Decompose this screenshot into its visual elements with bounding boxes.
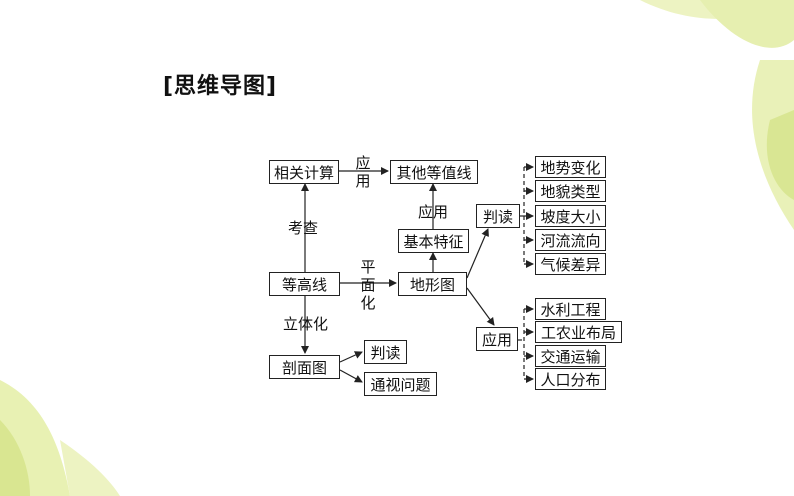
node-profile-map: 剖面图 xyxy=(269,355,340,379)
node-other-isolines: 其他等值线 xyxy=(390,160,478,184)
label-apply-top: 应用 xyxy=(355,154,371,190)
apply-item: 交通运输 xyxy=(535,345,606,367)
apply-item: 人口分布 xyxy=(535,368,606,390)
apply-item: 水利工程 xyxy=(535,298,606,320)
node-contour-line: 等高线 xyxy=(269,272,340,296)
node-basic-features: 基本特征 xyxy=(398,229,469,253)
judge-item: 地貌类型 xyxy=(535,180,606,202)
node-judge-profile: 判读 xyxy=(364,340,407,364)
label-examine: 考查 xyxy=(288,219,319,237)
judge-item: 坡度大小 xyxy=(535,205,606,227)
label-apply-mid: 应用 xyxy=(418,203,449,221)
mind-map-heading: [思维导图] xyxy=(163,74,278,99)
label-planar: 平面化 xyxy=(360,258,376,312)
judge-item: 河流流向 xyxy=(535,229,606,251)
node-related-calc: 相关计算 xyxy=(269,160,339,184)
apply-item: 工农业布局 xyxy=(535,321,622,343)
node-judge-right: 判读 xyxy=(476,204,520,228)
node-topo-map: 地形图 xyxy=(398,272,467,296)
node-apply-right: 应用 xyxy=(476,327,518,351)
label-stereo: 立体化 xyxy=(283,315,329,333)
judge-item: 地势变化 xyxy=(535,156,606,178)
node-visibility: 通视问题 xyxy=(364,372,437,396)
judge-item: 气候差异 xyxy=(535,253,606,275)
